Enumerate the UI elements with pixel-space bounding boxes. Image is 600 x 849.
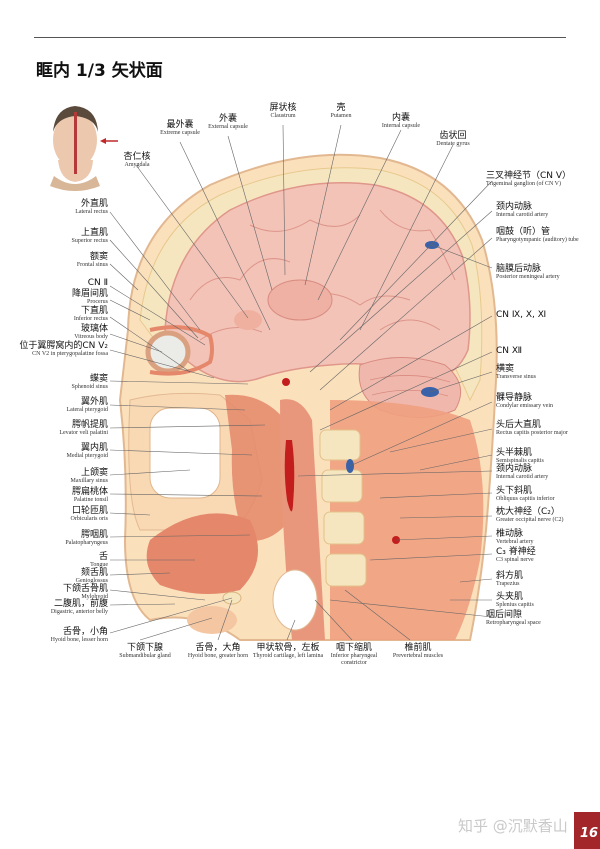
watermark: 知乎 @沉默香山 <box>458 817 568 835</box>
internal-carotid-artery-siphon <box>282 378 290 386</box>
page-number: 16 <box>580 826 599 841</box>
tongue <box>146 513 258 594</box>
label-trigeminal-ganglion: 三叉神经节（CN V）Trigeminal ganglion (of CN V) <box>486 171 572 188</box>
page-badge <box>574 812 600 849</box>
leader-lines <box>109 124 493 641</box>
page-title: 眶内 1/3 矢状面 <box>36 61 163 81</box>
amygdala <box>234 310 262 330</box>
orientation-arrow <box>100 138 118 144</box>
pterygoid-muscles <box>225 394 294 541</box>
label-cn-xii: CN Ⅻ <box>496 346 523 356</box>
cervical-vertebrae <box>319 429 367 587</box>
thyroid-cartilage <box>272 569 318 631</box>
orientation-head-thumbnail <box>50 106 100 191</box>
internal-carotid-artery <box>284 440 295 512</box>
header-rule <box>34 37 566 38</box>
vitreous-body <box>145 330 191 374</box>
maxillary-sinus <box>149 407 221 499</box>
label-greater-occipital-nerve: 枕大神经（C₂）Greater occipital nerve (C2) <box>496 507 564 524</box>
label-cn-ix-x-xi: CN Ⅸ, Ⅹ, Ⅺ <box>496 310 547 320</box>
putamen <box>267 279 333 321</box>
cerebellar-folia <box>369 375 451 397</box>
submandibular-gland <box>187 606 237 634</box>
extraocular-muscles <box>149 325 214 376</box>
posterior-neck-muscles <box>330 400 484 640</box>
cerebrum <box>164 182 471 383</box>
label-cn-ii: CN Ⅱ <box>87 278 108 288</box>
